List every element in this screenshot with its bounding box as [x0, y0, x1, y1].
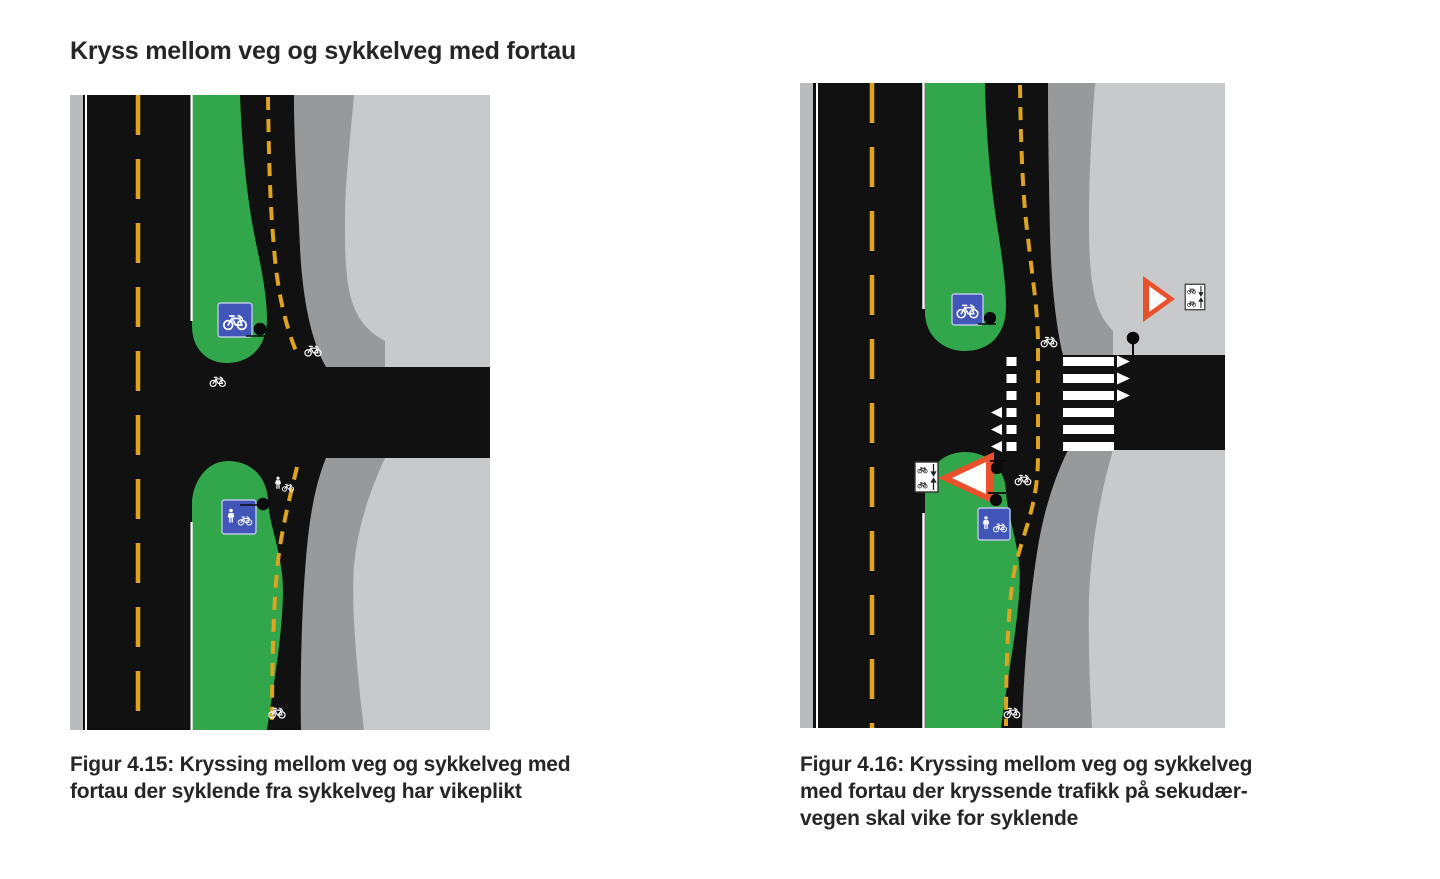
verge-edge-line: [922, 83, 925, 309]
sign-post-dot: [989, 493, 1003, 507]
sign-post-dot: [990, 461, 1004, 475]
figure-4-16-caption: Figur 4.16: Kryssing mellom veg og sykke…: [800, 751, 1252, 832]
cycleway-center-line: [1004, 84, 1040, 727]
figure-4-16-diagram: [800, 83, 1225, 728]
caption-line: Figur 4.15: Kryssing mellom veg og sykke…: [70, 753, 571, 776]
page-title: Kryss mellom veg og sykkelveg med fortau: [70, 36, 577, 65]
green-verge: [925, 83, 1020, 728]
crossing-direction-arrows-left: [991, 407, 1002, 452]
sign-post-dot: [253, 322, 267, 336]
left-edge-strip: [70, 95, 83, 730]
vikeplikt-sign: [938, 452, 994, 504]
caption-line: vegen skal vike for syklende: [800, 807, 1079, 830]
sign-post-dot: [983, 311, 997, 325]
sidewalk-band: [294, 95, 385, 730]
caption-line: Figur 4.16: Kryssing mellom veg og sykke…: [800, 753, 1253, 776]
road-edge-line: [85, 95, 87, 730]
road-edge-line: [816, 83, 818, 728]
gang-og-sykkelveg-sign: [221, 499, 257, 535]
green-verge: [192, 95, 283, 730]
two-way-bicycle-panel: [1185, 284, 1205, 310]
sykkelveg-sign: [951, 293, 984, 326]
sykkelveg-sign: [217, 302, 253, 338]
vikeplikt-sign: [1143, 276, 1175, 322]
side-road: [192, 367, 490, 458]
caption-line: med fortau der kryssende trafikk på seku…: [800, 780, 1248, 803]
two-way-bicycle-panel: [915, 462, 938, 492]
cycleway-center-line: [266, 96, 299, 729]
crossing-bars: [1063, 357, 1114, 451]
figure-4-15-diagram: [70, 95, 490, 730]
side-road: [922, 355, 1225, 450]
verge-edge-line: [190, 95, 193, 321]
caption-line: fortau der syklende fra sykkelveg har vi…: [70, 780, 522, 803]
crossing-direction-arrows-right: [1117, 355, 1130, 402]
gang-og-sykkelveg-sign: [977, 507, 1011, 541]
verge-edge-line: [190, 522, 193, 730]
figure-4-15-caption: Figur 4.15: Kryssing mellom veg og sykke…: [70, 751, 571, 805]
sidewalk-band: [1022, 83, 1113, 728]
crossing-squares: [1006, 357, 1017, 451]
sign-post-dot: [1126, 331, 1140, 345]
left-edge-strip: [800, 83, 813, 728]
sign-post-dot: [256, 497, 270, 511]
verge-edge-line: [922, 513, 925, 728]
